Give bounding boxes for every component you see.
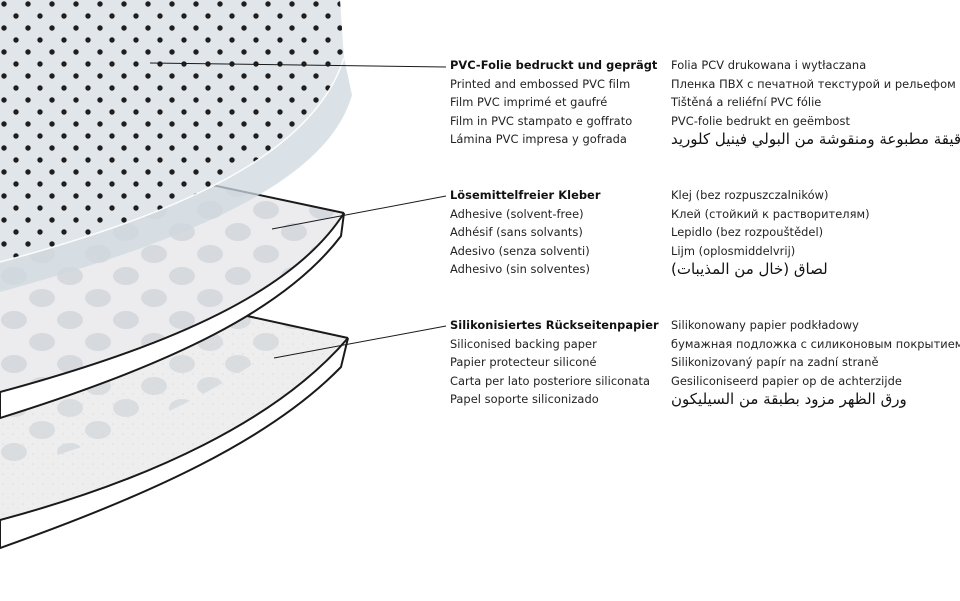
pvc-film-edge-highlight xyxy=(0,57,345,263)
leader-line-adhesive xyxy=(271,195,447,230)
adhesive-label-pl: Klej (bez rozpuszczalników) xyxy=(671,188,829,202)
adhesive-labels-western: Lösemittelfreier Kleber Adhesive (solven… xyxy=(450,186,601,279)
pvc-film-label-nl: PVC-folie bedrukt en geëmbost xyxy=(671,113,850,128)
pvc-film-labels-western: PVC-Folie bedruckt und geprägt Printed a… xyxy=(450,56,657,149)
pvc-film-label-cs: Tištěná a reliéfní PVC fólie xyxy=(671,95,822,110)
adhesive-labels-other: Klej (bez rozpuszczalników) Клей (стойки… xyxy=(671,186,870,279)
adhesive-label-en: Adhesive (solvent-free) xyxy=(450,206,584,221)
backing-paper-label-ru: бумажная подложка с силиконовым покрытие… xyxy=(671,336,960,351)
pvc-film-layer xyxy=(0,0,352,292)
backing-paper-labels-other: Silikonowany papier podkładowy бумажная … xyxy=(671,316,960,409)
pvc-film-label-it: Film in PVC stampato e goffrato xyxy=(450,113,633,128)
adhesive-label-es: Adhesivo (sin solventes) xyxy=(450,262,590,277)
adhesive-label-ru: Клей (стойкий к растворителям) xyxy=(671,206,870,221)
adhesive-label-de: Lösemittelfreier Kleber xyxy=(450,188,601,202)
adhesive-label-fr: Adhésif (sans solvants) xyxy=(450,225,583,240)
pvc-film-label-de: PVC-Folie bedruckt und geprägt xyxy=(450,58,658,72)
pvc-film-label-fr: Film PVC imprimé et gaufré xyxy=(450,95,608,110)
pvc-film-edge xyxy=(0,58,352,292)
pvc-film-label-ru: Пленка ПВХ с печатной текстурой и рельеф… xyxy=(671,76,956,91)
adhesive-label-it: Adesivo (senza solventi) xyxy=(450,243,590,258)
adhesive-label-nl: Lijm (oplosmiddelvrij) xyxy=(671,243,796,258)
backing-paper-label-fr: Papier protecteur siliconé xyxy=(450,355,597,370)
backing-paper-labels-western: Silikonisiertes Rückseitenpapier Silicon… xyxy=(450,316,659,409)
backing-paper-label-nl: Gesiliconiseerd papier op de achterzijde xyxy=(671,373,902,388)
backing-paper-label-es: Papel soporte siliconizado xyxy=(450,392,599,407)
adhesive-label-ar: لصاق (خال من المذيبات) xyxy=(671,260,828,279)
leader-line-backing-paper xyxy=(273,325,447,359)
backing-paper-label-de: Silikonisiertes Rückseitenpapier xyxy=(450,318,659,332)
backing-paper-edge xyxy=(0,337,349,550)
pvc-film-label-pl: Folia PCV drukowana i wytłaczana xyxy=(671,58,867,72)
adhesive-edge xyxy=(0,212,345,420)
backing-paper-label-en: Siliconised backing paper xyxy=(450,336,597,351)
pvc-film-label-es: Lámina PVC impresa y gofrada xyxy=(450,132,627,147)
pvc-film-dot-print xyxy=(0,0,344,262)
backing-paper-label-cs: Silikonizovaný papír na zadní straně xyxy=(671,355,879,370)
leader-line-pvc-film xyxy=(149,62,447,68)
backing-paper-label-it: Carta per lato posteriore siliconata xyxy=(450,373,651,388)
pvc-film-label-en: Printed and embossed PVC film xyxy=(450,76,631,91)
backing-paper-label-ar: ورق الظهر مزود بطبقة من السيليكون xyxy=(671,390,907,409)
adhesive-label-cs: Lepidlo (bez rozpouštědel) xyxy=(671,225,824,240)
backing-paper-label-pl: Silikonowany papier podkładowy xyxy=(671,318,859,332)
pvc-film-labels-other: Folia PCV drukowana i wytłaczana Пленка … xyxy=(671,56,960,149)
pvc-film-label-ar: رقيقة مطبوعة ومنقوشة من البولي فينيل كلو… xyxy=(671,130,960,149)
